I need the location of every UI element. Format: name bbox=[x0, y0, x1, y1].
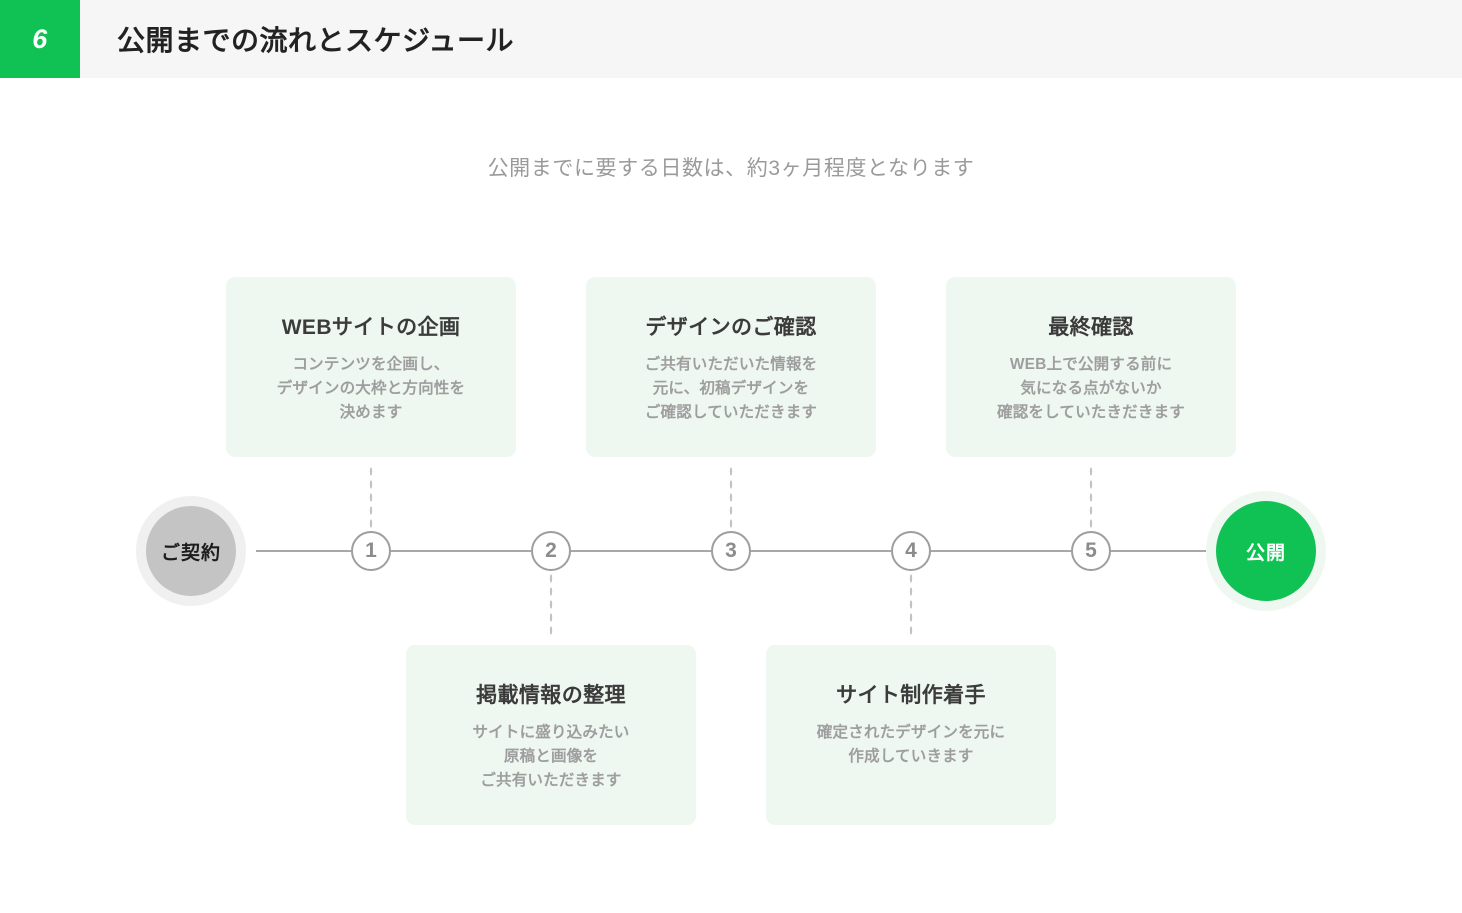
milestone-card-5-title: 最終確認 bbox=[1048, 316, 1134, 339]
timeline-node-1-label: 1 bbox=[365, 539, 377, 562]
timeline-node-2-label: 2 bbox=[545, 539, 557, 562]
connector-5 bbox=[1089, 465, 1093, 531]
milestone-card-3-title: デザインのご確認 bbox=[645, 316, 817, 339]
milestone-card-1: WEBサイトの企画 コンテンツを企画し、 デザインの大枠と方向性を 決めます bbox=[226, 277, 516, 457]
subtitle-text: 公開までに要する日数は、約3ヶ月程度となります bbox=[487, 157, 975, 180]
milestone-card-1-description: コンテンツを企画し、 デザインの大枠と方向性を 決めます bbox=[276, 356, 466, 422]
timeline-node-contract: ご契約 bbox=[146, 506, 236, 596]
milestone-card-2-title: 掲載情報の整理 bbox=[476, 684, 626, 707]
milestone-card-4-title: サイト制作着手 bbox=[836, 684, 986, 707]
timeline-node-contract-label: ご契約 bbox=[160, 542, 221, 564]
milestone-card-1-title: WEBサイトの企画 bbox=[281, 316, 461, 339]
timeline-node-2: 2 bbox=[531, 531, 571, 571]
milestone-card-2: 掲載情報の整理 サイトに盛り込みたい 原稿と画像を ご共有いただきます bbox=[406, 645, 696, 825]
milestone-card-4: サイト制作着手 確定されたデザインを元に 作成していきます bbox=[766, 645, 1056, 825]
milestone-card-4-description: 確定されたデザインを元に 作成していきます bbox=[816, 724, 1006, 766]
header-band bbox=[0, 0, 1462, 78]
connector-2 bbox=[549, 572, 553, 638]
timeline-node-4-label: 4 bbox=[905, 539, 917, 562]
timeline-node-4: 4 bbox=[891, 531, 931, 571]
milestone-card-3: デザインのご確認 ご共有いただいた情報を 元に、初稿デザインを ご確認していただ… bbox=[586, 277, 876, 457]
connector-1 bbox=[369, 465, 373, 531]
timeline-node-publish-label: 公開 bbox=[1245, 542, 1286, 564]
connector-3 bbox=[729, 465, 733, 531]
page-title: 公開までの流れとスケジュール bbox=[117, 25, 515, 56]
timeline-node-3-label: 3 bbox=[725, 539, 737, 562]
timeline-node-publish: 公開 bbox=[1216, 501, 1316, 601]
connector-4 bbox=[909, 572, 913, 638]
milestone-card-2-description: サイトに盛り込みたい 原稿と画像を ご共有いただきます bbox=[472, 724, 630, 790]
milestone-card-5-description: WEB上で公開する前に 気になる点がないか 確認をしていたきだきます bbox=[997, 356, 1185, 422]
timeline-node-3: 3 bbox=[711, 531, 751, 571]
slide-number-badge: 6 bbox=[0, 0, 80, 78]
timeline-node-1: 1 bbox=[351, 531, 391, 571]
milestone-card-3-description: ご共有いただいた情報を 元に、初稿デザインを ご確認していただきます bbox=[644, 356, 818, 422]
milestone-card-5: 最終確認 WEB上で公開する前に 気になる点がないか 確認をしていたきだきます bbox=[946, 277, 1236, 457]
timeline-node-5: 5 bbox=[1071, 531, 1111, 571]
timeline-node-5-label: 5 bbox=[1085, 539, 1097, 562]
